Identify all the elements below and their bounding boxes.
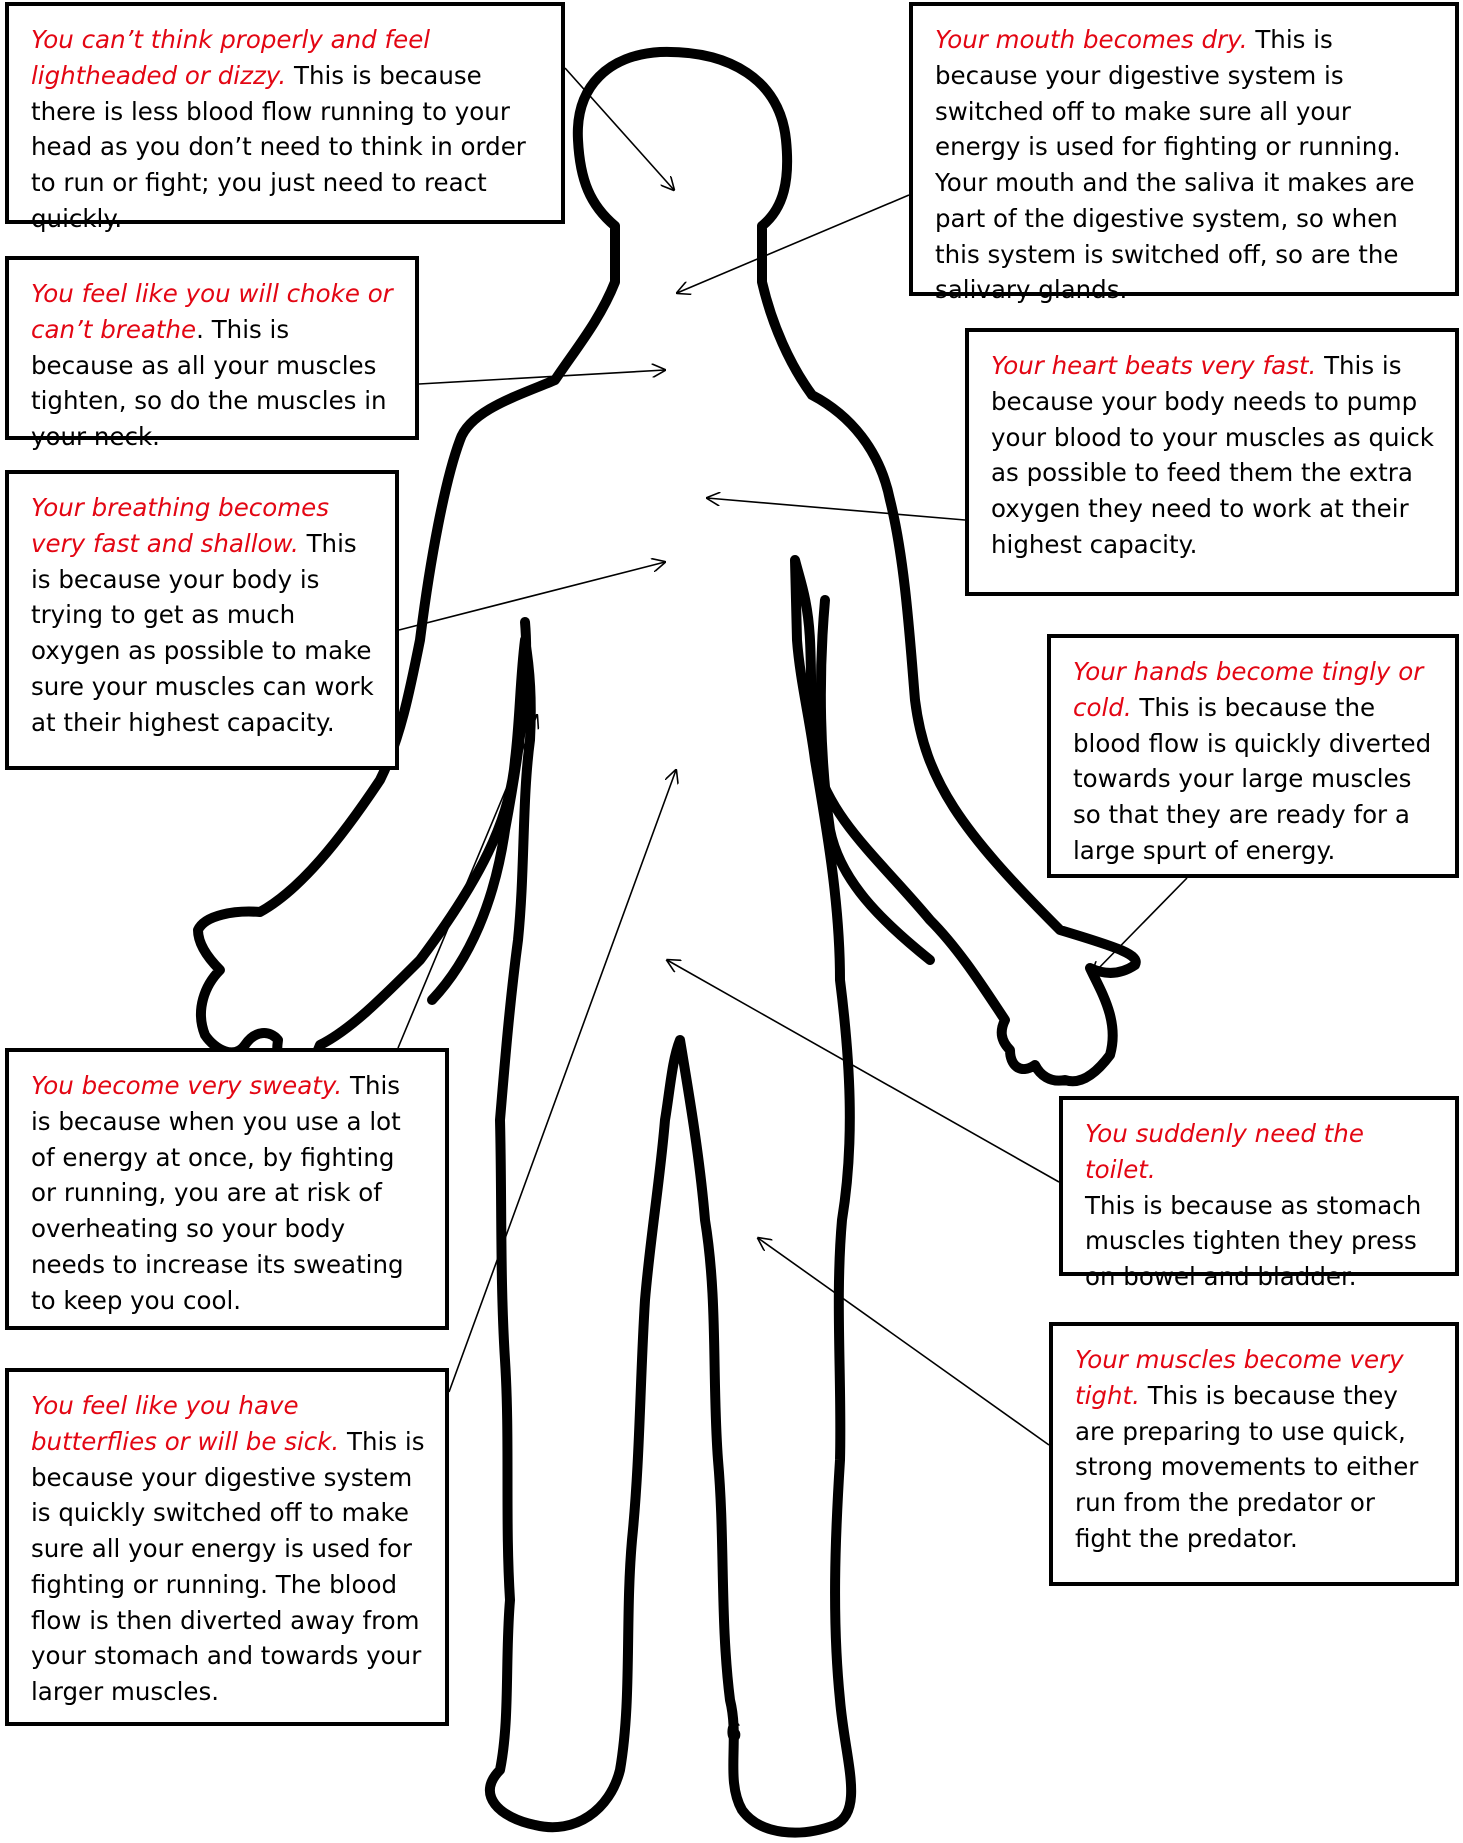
callout-text: This is because your body is trying to g…	[31, 529, 374, 737]
callout-lightheaded: You can’t think properly and feel lighth…	[5, 2, 565, 224]
callout-highlight: You feel like you have butterflies or wi…	[31, 1391, 339, 1456]
left-inner-arm-line	[432, 622, 526, 1000]
callout-text: This is because your digestive system is…	[31, 1427, 424, 1706]
callout-text: This is because your body needs to pump …	[991, 351, 1434, 559]
callout-butterflies: You feel like you have butterflies or wi…	[5, 1368, 449, 1726]
leader-breathing	[399, 562, 665, 630]
callout-heart: Your heart beats very fast. This is beca…	[965, 328, 1459, 596]
callout-choke: You feel like you will choke or can’t br…	[5, 256, 419, 440]
leader-heart	[707, 498, 965, 520]
callout-breathing: Your breathing becomes very fast and sha…	[5, 470, 399, 770]
callout-highlight: Your heart beats very fast.	[991, 351, 1316, 380]
leader-muscles	[758, 1238, 1049, 1445]
callout-sweaty: You become very sweaty. This is because …	[5, 1048, 449, 1330]
callout-muscles: Your muscles become very tight. This is …	[1049, 1322, 1459, 1586]
leader-dry-mouth	[677, 195, 909, 293]
page-number: 6	[726, 1716, 742, 1748]
callout-highlight: Your mouth becomes dry.	[935, 25, 1248, 54]
callout-highlight: Your breathing becomes very fast and sha…	[31, 493, 329, 558]
callout-highlight: You suddenly need the toilet.	[1085, 1119, 1364, 1184]
callout-text: This is because as stomach muscles tight…	[1085, 1191, 1421, 1292]
callout-highlight: You become very sweaty.	[31, 1071, 342, 1100]
callout-text: This is because your digestive system is…	[935, 25, 1415, 304]
leader-toilet	[667, 960, 1059, 1182]
callout-hands: Your hands become tingly or cold. This i…	[1047, 634, 1459, 878]
callout-toilet: You suddenly need the toilet.This is bec…	[1059, 1096, 1459, 1276]
callout-dry-mouth: Your mouth becomes dry. This is because …	[909, 2, 1459, 296]
callout-text: This is because when you use a lot of en…	[31, 1071, 404, 1315]
